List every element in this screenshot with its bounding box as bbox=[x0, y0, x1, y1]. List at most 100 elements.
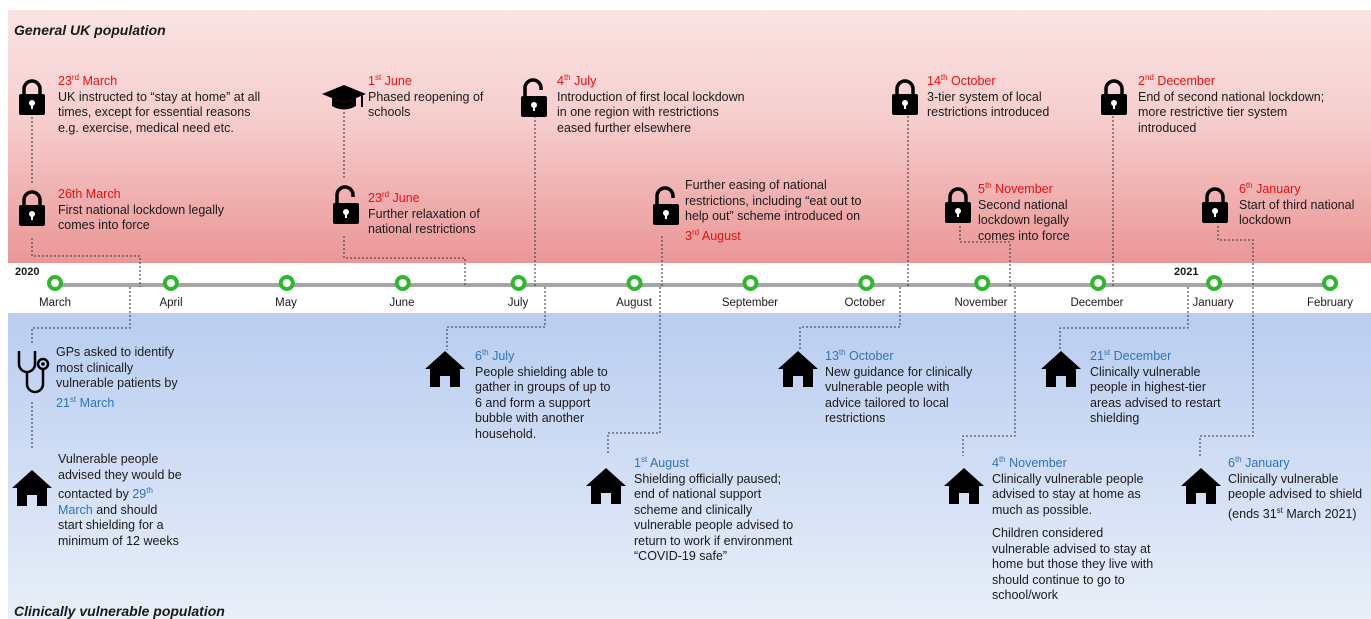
event-date: 6th January bbox=[1239, 181, 1301, 197]
event-date: 23rd June bbox=[368, 190, 420, 206]
month-label: March bbox=[39, 297, 71, 309]
connector-lines bbox=[31, 112, 1254, 456]
event-spacer bbox=[992, 518, 1153, 526]
month-label: February bbox=[1306, 297, 1354, 309]
event-line: UK instructed to “stay at home” at all bbox=[58, 89, 261, 104]
event-date: 5th November bbox=[978, 181, 1053, 197]
month-label: September bbox=[721, 297, 779, 309]
event-general: Further easing of national restrictions,… bbox=[685, 178, 861, 244]
house-icon bbox=[586, 468, 626, 504]
event-line: introduced bbox=[1138, 120, 1197, 135]
month-marker bbox=[626, 275, 643, 291]
house-icon bbox=[778, 351, 818, 387]
event-line: (ends 31st March 2021) bbox=[1228, 505, 1357, 521]
lock-icon bbox=[945, 187, 971, 223]
event-line: Start of third national bbox=[1239, 197, 1355, 212]
event-date: 4th November bbox=[992, 455, 1067, 471]
event-line: restrictions, including “eat out to bbox=[685, 193, 862, 208]
event-line: Shielding officially paused; bbox=[634, 471, 782, 486]
event-line: in one region with restrictions bbox=[557, 105, 719, 120]
event-date: 2nd December bbox=[1138, 73, 1215, 89]
month-label: December bbox=[1070, 297, 1124, 309]
house-icon bbox=[944, 468, 984, 504]
event-line: advised they would be bbox=[58, 467, 182, 482]
house-icon bbox=[425, 351, 465, 387]
unlock-icon bbox=[521, 78, 547, 117]
event-line: times, except for essential reasons bbox=[58, 105, 251, 120]
general-population-heading: General UK population bbox=[14, 22, 166, 38]
event-line: New guidance for clinically bbox=[825, 364, 973, 379]
event-line: Phased reopening of bbox=[368, 89, 484, 104]
event-line: Further easing of national bbox=[685, 178, 827, 192]
event-vulnerable: 1st August Shielding officially paused; … bbox=[634, 452, 793, 565]
lock-icon bbox=[19, 79, 45, 115]
event-general: 5th November Second national lockdown le… bbox=[978, 178, 1070, 244]
event-date: 23rd March bbox=[58, 73, 118, 89]
month-label: May bbox=[275, 297, 297, 309]
month-label: October bbox=[844, 297, 886, 309]
month-marker bbox=[858, 275, 875, 291]
event-line: contacted by 29th bbox=[58, 486, 153, 502]
event-general: 4th July Introduction of first local loc… bbox=[557, 70, 745, 136]
event-line: household. bbox=[475, 426, 537, 441]
month-label: June bbox=[389, 297, 415, 309]
event-vulnerable: 6th January Clinically vulnerable people… bbox=[1228, 452, 1362, 522]
event-line: school/work bbox=[992, 588, 1058, 603]
event-vulnerable: 21st December Clinically vulnerable peop… bbox=[1090, 345, 1221, 427]
month-marker bbox=[1322, 275, 1338, 291]
month-label: January bbox=[1192, 297, 1234, 309]
graduation-cap-icon bbox=[322, 85, 366, 110]
month-marker bbox=[974, 275, 991, 291]
event-line: shielding bbox=[1090, 411, 1140, 426]
event-date: 6th July bbox=[475, 348, 515, 364]
event-date: 1st June bbox=[368, 73, 412, 89]
event-vulnerable: 4th November Clinically vulnerable peopl… bbox=[992, 452, 1153, 604]
event-line: national restrictions bbox=[368, 222, 476, 237]
event-line: vulnerable patients by bbox=[56, 376, 178, 390]
event-line: restrictions introduced bbox=[927, 105, 1050, 120]
vulnerable-population-band bbox=[8, 313, 1371, 619]
event-line: comes into force bbox=[58, 218, 150, 232]
general-population-band bbox=[8, 10, 1371, 263]
event-line: 3-tier system of local bbox=[927, 89, 1042, 104]
event-general: 6th January Start of third national lock… bbox=[1239, 178, 1354, 229]
event-general: 1st June Phased reopening of schools bbox=[368, 70, 483, 121]
event-general: 26th March First national lockdown legal… bbox=[58, 187, 224, 234]
event-line: gather in groups of up to bbox=[475, 380, 611, 395]
event-line: “COVID-19 safe” bbox=[634, 549, 728, 564]
event-line: most clinically bbox=[56, 360, 134, 375]
event-vulnerable: Vulnerable people advised they would be … bbox=[58, 452, 182, 549]
event-line: end of national support bbox=[634, 487, 762, 502]
event-line: help out” scheme introduced on bbox=[685, 209, 861, 223]
event-line: restrictions bbox=[825, 411, 886, 426]
event-line: schools bbox=[368, 105, 411, 120]
event-date: 14th October bbox=[927, 73, 996, 89]
month-marker bbox=[47, 275, 63, 291]
month-label: November bbox=[954, 297, 1008, 309]
event-line: bubble with another bbox=[475, 411, 585, 426]
house-icon bbox=[1181, 468, 1221, 504]
event-line: Clinically vulnerable bbox=[1090, 364, 1201, 379]
lock-icon bbox=[19, 190, 45, 226]
year-label-2020: 2020 bbox=[15, 266, 40, 278]
event-line: advised to stay at home as bbox=[992, 487, 1141, 502]
event-line: people advised to shield bbox=[1228, 487, 1363, 502]
event-vulnerable: 6th July People shielding able to gather… bbox=[475, 345, 611, 442]
event-line: start shielding for a bbox=[58, 518, 164, 533]
event-line: March and should bbox=[58, 502, 158, 517]
event-line: more restrictive tier system bbox=[1138, 105, 1288, 120]
event-line: eased further elsewhere bbox=[557, 120, 692, 135]
event-line: scheme and clinically bbox=[634, 502, 753, 517]
lock-icon bbox=[1202, 187, 1228, 223]
event-line: Introduction of first local lockdown bbox=[557, 89, 745, 104]
event-vulnerable: GPs asked to identify most clinically vu… bbox=[56, 345, 178, 411]
event-line: advice tailored to local bbox=[825, 395, 949, 410]
year-label-2021: 2021 bbox=[1174, 266, 1199, 278]
event-general: 23rd June Further relaxation of national… bbox=[368, 187, 480, 238]
event-line: lockdown legally bbox=[978, 213, 1070, 228]
event-date: 4th July bbox=[557, 73, 597, 89]
event-general: 23rd March UK instructed to “stay at hom… bbox=[58, 70, 260, 136]
event-line: areas advised to restart bbox=[1090, 395, 1221, 410]
event-line: should continue to go to bbox=[992, 572, 1125, 587]
lock-icon bbox=[1101, 79, 1127, 115]
